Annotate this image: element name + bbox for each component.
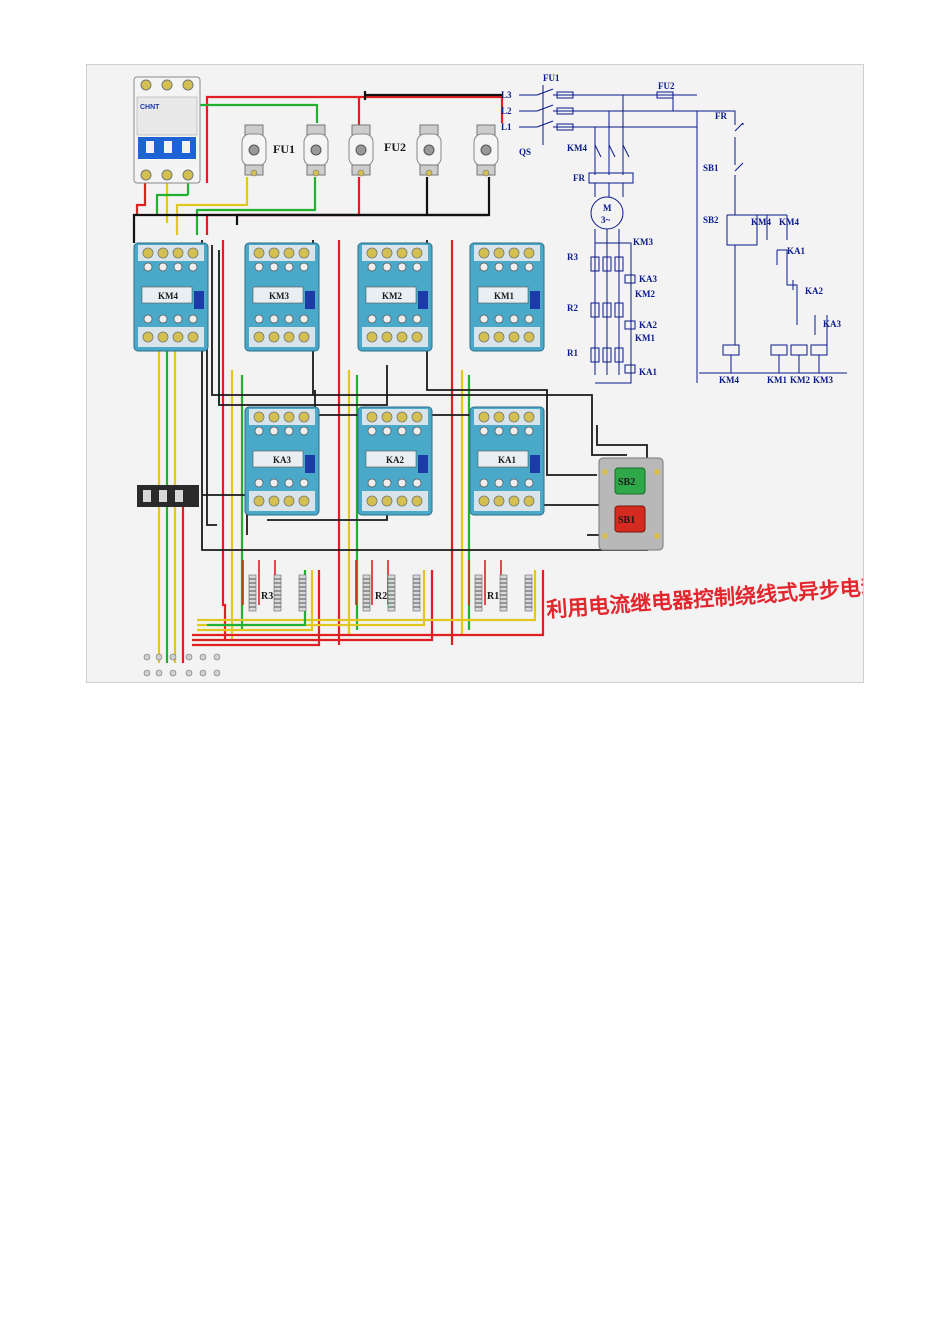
sch-coil-km2: KM2 (790, 375, 810, 385)
sch-km4-main: KM4 (567, 143, 587, 153)
ka2-label: KA2 (386, 455, 405, 465)
km3-label: KM3 (269, 291, 289, 301)
sch-ka2: KA2 (639, 320, 658, 330)
km2-label: KM2 (382, 291, 402, 301)
sch-fr: FR (573, 173, 585, 183)
resistor-bank-r2: R2 (362, 574, 421, 612)
terminal-block (143, 653, 221, 677)
breaker-brand: CHNT (140, 104, 160, 111)
sch-ctrl-fr: FR (715, 111, 727, 121)
wiring-figure: CHNT FU1 FU2 KM4 KM3 KM2 KM1 (86, 64, 864, 683)
sch-ctrl-sb1: SB1 (703, 163, 719, 173)
contactor-km1: KM1 (469, 242, 545, 352)
button-station: SB2 SB1 (598, 457, 664, 551)
fuse-5 (473, 124, 499, 177)
sb2-label: SB2 (618, 477, 635, 488)
contactor-km2: KM2 (357, 242, 433, 352)
circuit-breaker: CHNT (133, 76, 201, 184)
sch-ctrl-km4-b: KM4 (779, 217, 799, 227)
r1-label: R1 (487, 591, 499, 602)
resistor-bank-r3: R3 (248, 574, 307, 612)
fuse-4 (416, 124, 442, 177)
fuse-2 (303, 124, 329, 177)
fu1-label: FU1 (273, 142, 295, 156)
fuse-1 (241, 124, 267, 177)
sch-ka3: KA3 (639, 274, 658, 284)
fuse-block: FU1 FU2 (241, 124, 499, 177)
sb2-button[interactable] (614, 467, 646, 495)
ka3-label: KA3 (273, 455, 292, 465)
sch-r3: R3 (567, 252, 578, 262)
sch-km2: KM2 (635, 289, 655, 299)
sch-coil-km1: KM1 (767, 375, 787, 385)
sch-ctrl-ka1: KA1 (787, 246, 806, 256)
schematic: L3 L2 L1 QS FU1 FU2 KM4 FR M 3~ R3 R2 R1… (501, 73, 847, 385)
sch-motor: M (603, 203, 612, 213)
sch-l1: L1 (501, 122, 512, 132)
wiring-diagram: CHNT FU1 FU2 KM4 KM3 KM2 KM1 (132, 73, 864, 677)
km4-label: KM4 (158, 291, 178, 301)
sch-r2: R2 (567, 303, 578, 313)
sb1-label: SB1 (618, 515, 635, 526)
sch-l3: L3 (501, 90, 512, 100)
sb1-button[interactable] (614, 505, 646, 533)
thermal-relay (137, 485, 199, 507)
relay-ka2: KA2 (357, 406, 433, 516)
sch-fu1: FU1 (543, 73, 560, 83)
sch-ka1: KA1 (639, 367, 658, 377)
ka1-label: KA1 (498, 455, 517, 465)
fuse-3 (348, 124, 374, 177)
sch-ctrl-km4-a: KM4 (751, 217, 771, 227)
sch-l2: L2 (501, 106, 512, 116)
contactor-km3: KM3 (244, 242, 320, 352)
sch-coil-km3: KM3 (813, 375, 833, 385)
sch-qs: QS (519, 147, 531, 157)
r3-label: R3 (261, 591, 273, 602)
km1-label: KM1 (494, 291, 514, 301)
relay-ka3: KA3 (244, 406, 320, 516)
sch-fu2: FU2 (658, 81, 675, 91)
sch-ctrl-ka2: KA2 (805, 286, 824, 296)
sch-km1: KM1 (635, 333, 655, 343)
figure-title: 利用电流继电器控制绕线式异步电动机起动控制线路 (546, 564, 864, 622)
sch-ctrl-sb2: SB2 (703, 215, 719, 225)
sch-coil-km4: KM4 (719, 375, 739, 385)
fu2-label: FU2 (384, 140, 406, 154)
sch-motor-sub: 3~ (601, 215, 611, 225)
relay-ka1: KA1 (469, 406, 545, 516)
resistor-bank-r1: R1 (474, 574, 533, 612)
contactor-km4: KM4 (133, 242, 209, 352)
sch-ctrl-ka3: KA3 (823, 319, 842, 329)
r2-label: R2 (375, 591, 387, 602)
sch-km3: KM3 (633, 237, 653, 247)
sch-r1: R1 (567, 348, 578, 358)
